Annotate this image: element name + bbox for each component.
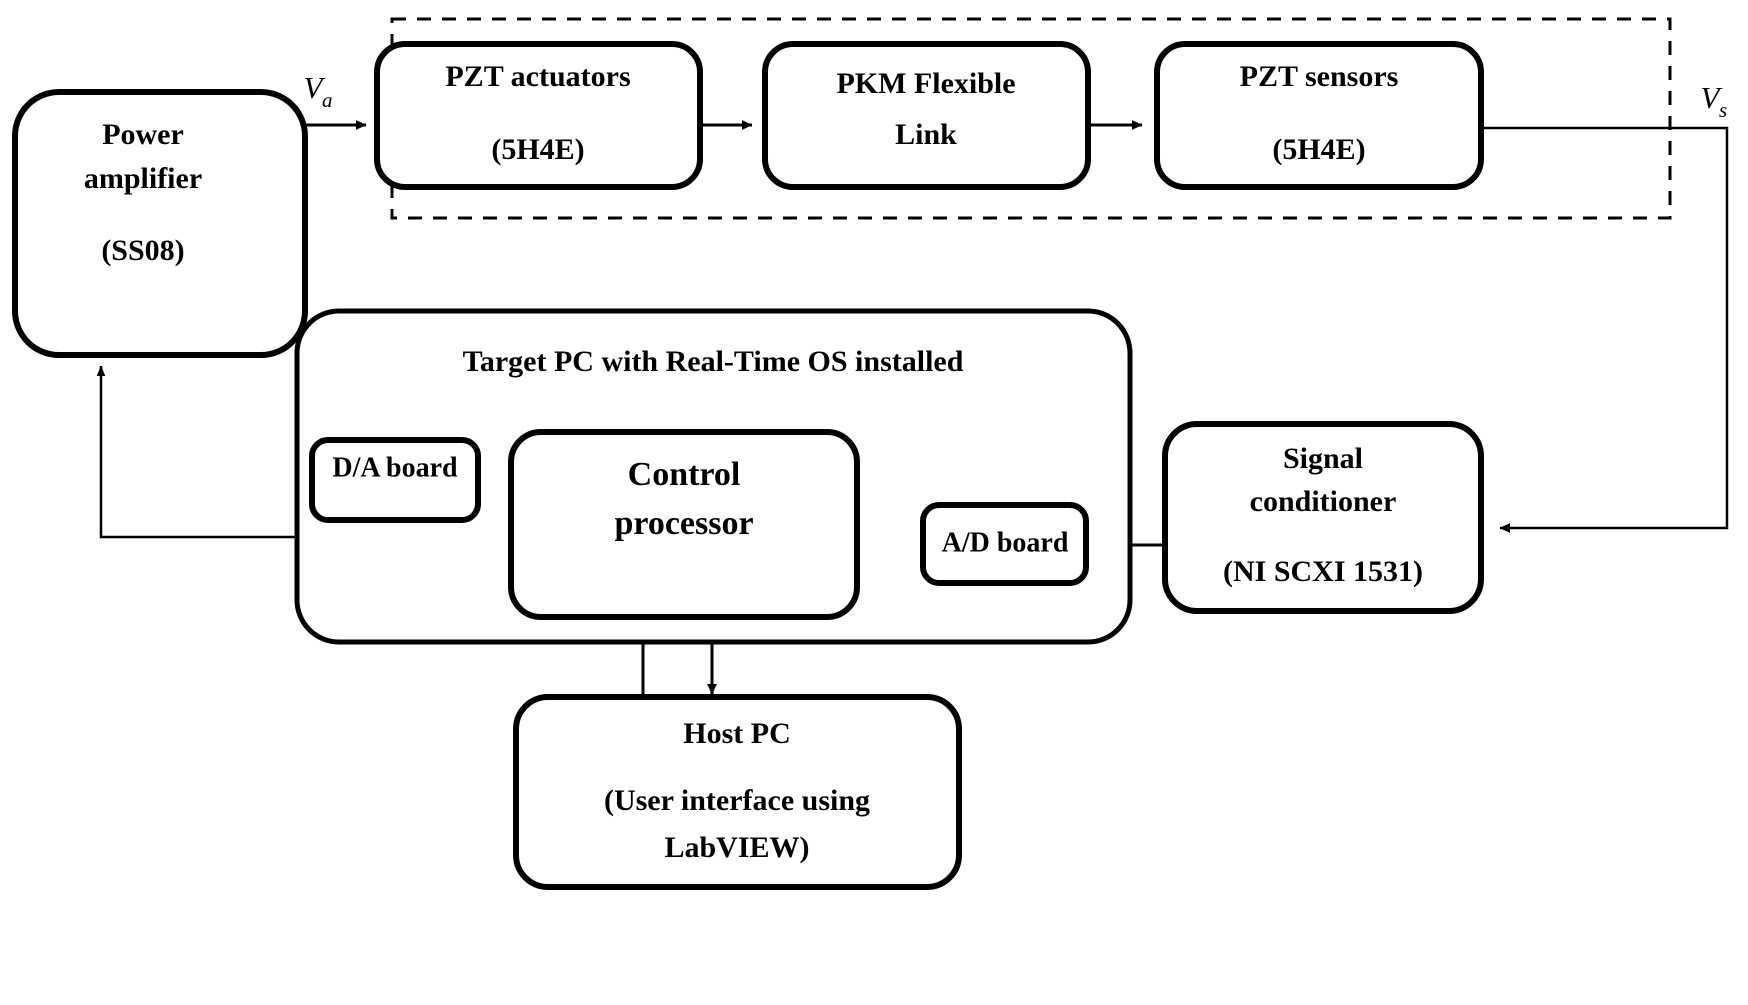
signal-label-va-subscript: a: [322, 88, 333, 112]
block-signal-conditioner-line1: Signal: [1283, 442, 1363, 475]
connector-da-to-power-amplifier: [96, 365, 312, 539]
signal-label-va-symbol: V: [304, 70, 326, 105]
block-pzt-sensors-line2: (5H4E): [1272, 133, 1365, 166]
block-power-amplifier-line3: (SS08): [101, 234, 184, 267]
block-pzt-sensors[interactable]: [1154, 41, 1484, 190]
block-host-pc[interactable]: [513, 694, 962, 890]
block-power-amplifier-line2: amplifier: [84, 162, 202, 195]
block-power-amplifier[interactable]: [12, 89, 308, 358]
block-pkm-flexible-link-line1: PKM Flexible: [836, 67, 1015, 100]
connector-sensors-to-conditioner: [1481, 126, 1729, 533]
block-control-processor[interactable]: [508, 429, 860, 620]
block-signal-conditioner[interactable]: [1162, 421, 1484, 614]
block-power-amplifier-line1: Power: [102, 118, 184, 151]
block-control-processor-line2: processor: [614, 505, 753, 542]
block-da-board-label: D/A board: [332, 452, 458, 483]
block-host-pc-line3: LabVIEW): [664, 831, 809, 864]
block-signal-conditioner-line3: (NI SCXI 1531): [1223, 555, 1423, 588]
block-pzt-actuators-line1: PZT actuators: [445, 60, 630, 93]
signal-label-vs-subscript: s: [1719, 98, 1727, 122]
signal-label-va: V a: [304, 70, 333, 112]
block-da-board[interactable]: [309, 437, 481, 523]
signal-label-vs-symbol: V: [1701, 80, 1723, 115]
block-signal-conditioner-line2: conditioner: [1250, 485, 1397, 518]
block-ad-board-label: A/D board: [942, 527, 1069, 558]
block-pzt-actuators[interactable]: [374, 41, 703, 190]
block-ad-board[interactable]: [920, 502, 1089, 586]
block-host-pc-line2: (User interface using: [604, 784, 870, 817]
signal-label-vs: V s: [1701, 80, 1728, 122]
block-pkm-flexible-link-line2: Link: [895, 118, 957, 151]
block-host-pc-line1: Host PC: [683, 717, 791, 750]
block-control-processor-line1: Control: [628, 456, 741, 493]
block-pzt-sensors-line1: PZT sensors: [1240, 60, 1399, 93]
block-target-pc-label: Target PC with Real-Time OS installed: [463, 345, 964, 378]
block-pzt-actuators-line2: (5H4E): [491, 133, 584, 166]
block-pkm-flexible-link[interactable]: [762, 41, 1091, 190]
